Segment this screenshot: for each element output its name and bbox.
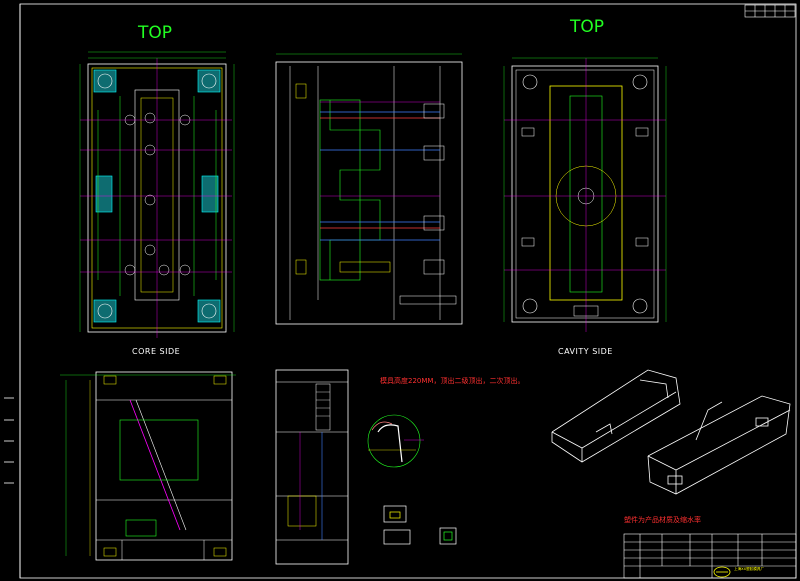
product-note: 塑件为产品材质及缩水率 bbox=[624, 515, 701, 524]
detail-circle-view bbox=[367, 414, 424, 468]
cavity-side-plan-view bbox=[503, 57, 667, 332]
cavity-side-label: CAVITY SIDE bbox=[558, 347, 613, 356]
mold-note: 模具高度220MM，顶出二级顶出，二次顶出。 bbox=[380, 376, 524, 385]
core-side-plan-view bbox=[79, 51, 235, 338]
side-section-view bbox=[275, 369, 349, 565]
revision-box bbox=[744, 4, 796, 18]
isometric-part-views bbox=[551, 369, 791, 495]
title-block bbox=[623, 533, 797, 579]
cross-section-view bbox=[60, 371, 236, 561]
detail-parts bbox=[383, 505, 457, 545]
core-top-label: TOP bbox=[137, 23, 172, 43]
cavity-top-label: TOP bbox=[569, 17, 604, 37]
main-section-view bbox=[275, 53, 463, 325]
left-margin-ticks bbox=[4, 397, 14, 484]
company-logo bbox=[713, 566, 731, 578]
core-side-label: CORE SIDE bbox=[132, 347, 180, 356]
company-name: 上海XX塑胶模具厂 bbox=[734, 566, 764, 571]
